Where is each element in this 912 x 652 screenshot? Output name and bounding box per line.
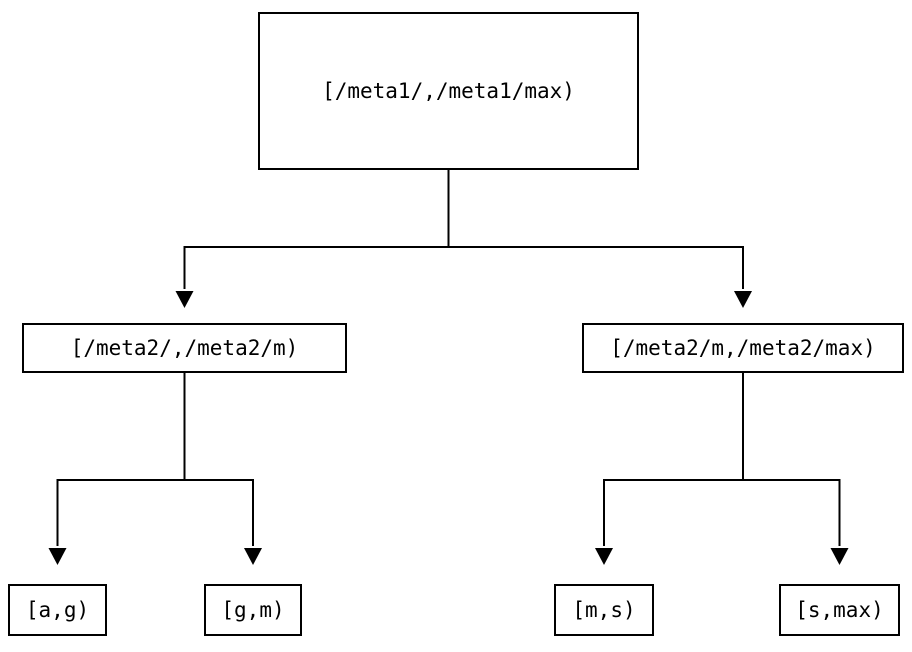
tree-node-label: [a,g) xyxy=(25,598,90,622)
edge-meta2-left-to-leaves xyxy=(48,373,262,565)
arrow-down-icon xyxy=(595,548,613,565)
tree-node-leaf-ag: [a,g) xyxy=(8,584,107,636)
arrow-down-icon xyxy=(734,291,752,308)
tree-node-label: [m,s) xyxy=(572,598,636,622)
tree-node-label: [/meta2/m,/meta2/max) xyxy=(610,336,876,360)
tree-node-meta2-right: [/meta2/m,/meta2/max) xyxy=(582,323,904,373)
tree-node-label: [s,max) xyxy=(795,598,884,622)
tree-node-leaf-ms: [m,s) xyxy=(554,584,654,636)
tree-node-root: [/meta1/,/meta1/max) xyxy=(258,12,639,170)
tree-node-label: [g,m) xyxy=(221,598,285,622)
arrow-down-icon xyxy=(175,291,194,308)
edge-meta2-right-to-leaves xyxy=(595,373,849,565)
tree-node-meta2-left: [/meta2/,/meta2/m) xyxy=(22,323,347,373)
arrow-down-icon xyxy=(244,548,262,565)
tree-node-leaf-gm: [g,m) xyxy=(204,584,302,636)
edge-root-to-level2 xyxy=(175,170,752,308)
tree-node-label: [/meta2/,/meta2/m) xyxy=(70,336,299,360)
arrow-down-icon xyxy=(830,548,849,565)
tree-node-label: [/meta1/,/meta1/max) xyxy=(322,79,575,103)
tree-node-leaf-smax: [s,max) xyxy=(779,584,900,636)
arrow-down-icon xyxy=(48,548,67,565)
